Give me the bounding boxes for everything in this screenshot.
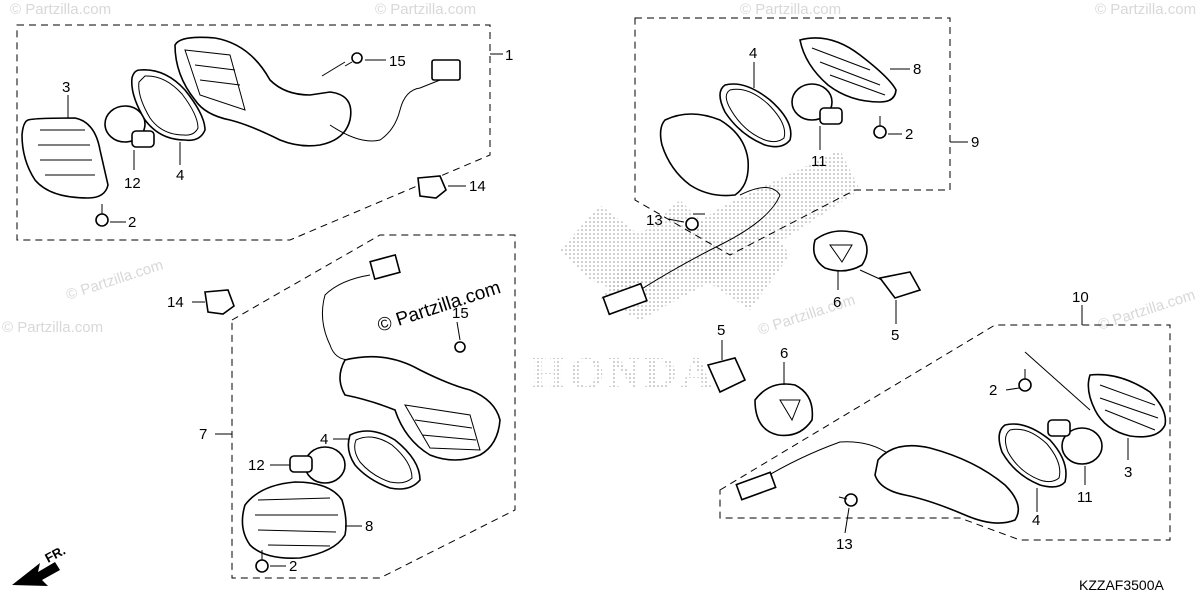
callout-3: 3 [1124, 464, 1132, 481]
callout-14: 14 [167, 294, 184, 311]
bulb-part-11 [1061, 427, 1103, 465]
assembly-outline [634, 17, 951, 256]
gasket-part-4 [998, 423, 1067, 488]
callout-2: 2 [905, 126, 913, 143]
assembly-7-winker [192, 234, 516, 579]
callout-12: 12 [124, 175, 141, 192]
brand-logo-text: HONDA [530, 347, 716, 398]
lens-part-3 [1087, 373, 1167, 438]
callout-14: 14 [469, 178, 486, 195]
callout-13: 13 [836, 536, 853, 553]
gasket-part-4 [130, 69, 206, 142]
lens-part-8 [241, 481, 347, 560]
callout-3: 3 [62, 79, 70, 96]
callout-4: 4 [320, 431, 328, 448]
screw-part-2 [1018, 378, 1032, 392]
watermark-text: © Partzilla.com [756, 291, 857, 338]
connector [602, 282, 648, 316]
socket-parts [706, 230, 922, 437]
bulb-base [131, 130, 155, 148]
socket-part-6 [812, 230, 868, 272]
connector [735, 471, 777, 501]
screw-part-13 [685, 217, 699, 231]
nut-part-14 [417, 175, 447, 199]
callout-4: 4 [749, 45, 757, 62]
watermark-text: © Partzilla.com [64, 256, 165, 303]
drawing-code: KZZAF3500A [1079, 577, 1164, 593]
callout-13: 13 [646, 212, 663, 229]
callout-2: 2 [128, 214, 136, 231]
callout-7: 7 [199, 426, 207, 443]
bulb-base [1047, 419, 1071, 437]
connector [369, 253, 401, 281]
screw-part-2 [255, 559, 269, 573]
housing-part-7 [339, 355, 501, 461]
assembly-1-front-right-winker [16, 24, 503, 241]
callout-8: 8 [365, 518, 373, 535]
housing-part-9 [659, 113, 750, 197]
callout-1: 1 [505, 47, 513, 64]
screw-part-15 [454, 341, 466, 353]
callout-4: 4 [176, 167, 184, 184]
assembly-outline [719, 324, 1171, 541]
screw-part-15 [351, 52, 363, 64]
screw-part-2 [873, 125, 887, 139]
direction-label: FR. [42, 543, 68, 566]
lens-part-8 [799, 37, 897, 103]
watermark-text: © Partzilla.com [1096, 286, 1197, 333]
gasket-part-4 [719, 83, 792, 148]
callout-15: 15 [452, 305, 469, 322]
callout-4: 4 [1032, 512, 1040, 529]
watermark-text: © Partzilla.com [10, 1, 111, 18]
callout-6: 6 [833, 294, 841, 311]
watermark-text: © Partzilla.com [1095, 1, 1196, 18]
gasket-part-4 [347, 430, 421, 490]
housing-part-10 [874, 444, 1020, 524]
callout-6: 6 [780, 345, 788, 362]
front-direction-arrow: FR. [12, 543, 68, 586]
bulb-base [289, 455, 313, 473]
callout-15: 15 [389, 53, 406, 70]
callout-5: 5 [891, 327, 899, 344]
screw-part-13 [844, 493, 858, 507]
callout-11: 11 [811, 153, 827, 170]
callout-12: 12 [248, 457, 265, 474]
bulb-base [819, 107, 843, 125]
dotted-area [600, 150, 860, 320]
assembly-outline [231, 234, 516, 579]
socket-part-6 [754, 383, 814, 437]
nut-part-14 [204, 289, 235, 315]
assembly-outline [16, 24, 491, 241]
callout-5: 5 [717, 322, 725, 339]
watermark-text: © Partzilla.com [2, 319, 103, 336]
callout-2: 2 [989, 382, 997, 399]
watermark-text: © Partzilla.com [375, 1, 476, 18]
lens-part-3 [21, 117, 109, 199]
watermark-text: © Partzilla.com [740, 1, 841, 18]
callout-11: 11 [1077, 489, 1093, 506]
assembly-10-winker [719, 305, 1171, 541]
connector [431, 59, 461, 81]
screw-part-2 [95, 213, 109, 227]
watermark-main: © Partzilla.com [375, 277, 503, 337]
socket-part-5 [878, 271, 922, 299]
socket-part-5 [706, 357, 747, 394]
callout-8: 8 [913, 61, 921, 78]
callout-10: 10 [1072, 289, 1089, 306]
callout-9: 9 [971, 134, 979, 151]
callout-2: 2 [289, 558, 297, 575]
assembly-9-winker [602, 17, 968, 316]
callout-labels: 1 15 3 12 4 2 14 4 8 2 9 11 13 14 15 7 4… [62, 45, 1132, 575]
